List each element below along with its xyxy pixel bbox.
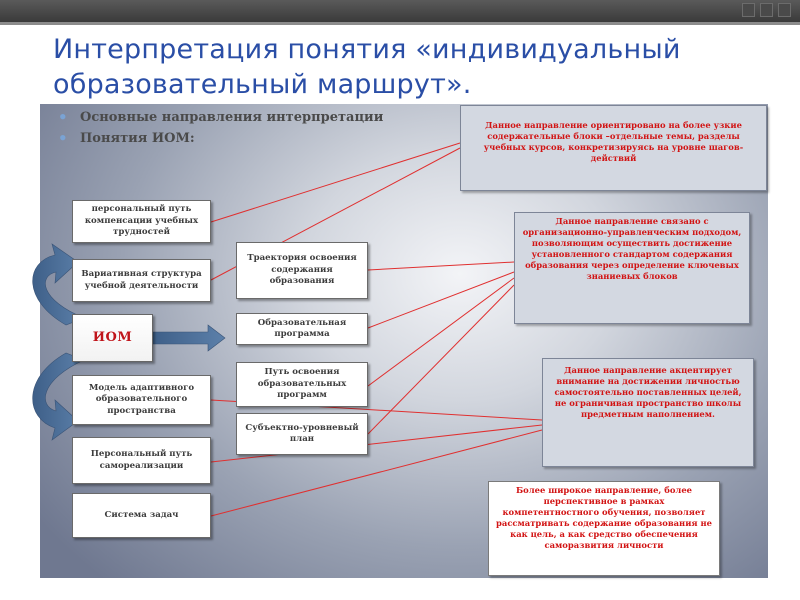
curved-arrow-down [32, 352, 85, 441]
program-path-box: Путь освоения образовательных программ [236, 362, 368, 407]
bullet-list: Основные направления интерпретации Понят… [58, 109, 383, 151]
connector-line [210, 424, 543, 463]
connector-line [367, 271, 515, 329]
callout-personal-goals: Данное направление акцентирует внимание … [542, 358, 754, 467]
straight-arrow [152, 324, 226, 352]
callout-text: Данное направление ориентировано на боле… [483, 120, 744, 163]
top-bar [0, 0, 800, 22]
self-realization-box: Персональный путь самореализации [72, 437, 211, 484]
bullet-item: Основные направления интерпретации [58, 109, 383, 130]
callout-narrow-blocks: Данное направление ориентировано на боле… [460, 105, 767, 191]
educational-program-box: Образовательная программа [236, 313, 368, 345]
corner-square [778, 3, 791, 17]
personal-path-box: персональный путь компенсации учебных тр… [72, 200, 211, 243]
top-bar-stripe [0, 22, 800, 25]
subject-level-plan-box: Субъектно-уровневый план [236, 413, 368, 455]
corner-square [742, 3, 755, 17]
variative-structure-box: Вариативная структура учебной деятельнос… [72, 259, 211, 302]
connector-line [210, 142, 461, 223]
task-system-box: Система задач [72, 493, 211, 538]
slide-title: Интерпретация понятия «индивидуальный об… [53, 34, 681, 100]
iom-box: ИОМ [72, 314, 153, 362]
trajectory-box: Траектория освоения содержания образован… [236, 242, 368, 299]
callout-text: Данное направление акцентирует внимание … [554, 365, 742, 419]
callout-organizational: Данное направление связано с организацио… [514, 212, 750, 324]
connector-line [367, 277, 515, 387]
corner-square [760, 3, 773, 17]
connector-line [367, 261, 515, 271]
callout-competence: Более широкое направление, более перспек… [488, 481, 720, 576]
callout-text: Данное направление связано с организацио… [522, 216, 742, 281]
adaptive-space-box: Модель адаптивного образовательного прос… [72, 375, 211, 425]
connector-line [367, 284, 515, 435]
callout-text: Более широкое направление, более перспек… [496, 485, 712, 550]
bullet-item: Понятия ИОМ: [58, 130, 383, 151]
connector-line [210, 429, 543, 517]
